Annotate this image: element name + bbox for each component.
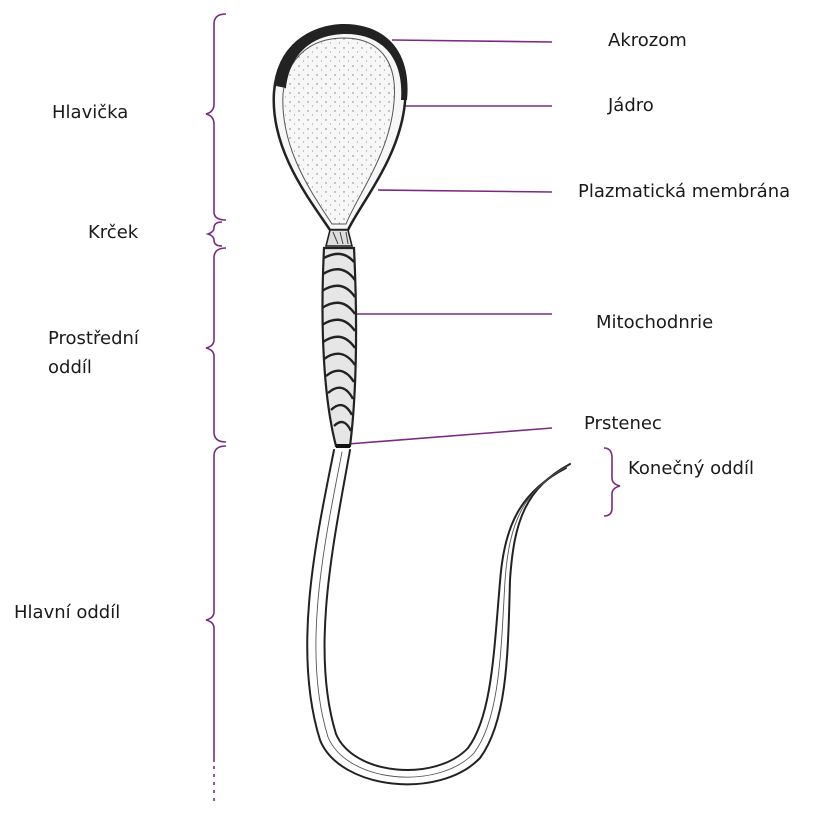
bracket-neck xyxy=(208,222,222,246)
label-acrosome: Akrozom xyxy=(608,29,687,53)
label-midpiece-line1: Prostřední xyxy=(48,327,139,351)
leader-annulus xyxy=(348,428,552,444)
sperm-midpiece xyxy=(322,248,356,446)
label-principal-piece: Hlavní oddíl xyxy=(14,601,120,625)
left-brackets xyxy=(206,14,620,806)
label-head: Hlavička xyxy=(52,101,128,125)
label-mitochondria: Mitochodnrie xyxy=(596,311,713,335)
leader-membrane xyxy=(378,190,552,192)
bracket-principal xyxy=(206,446,226,762)
label-nucleus: Jádro xyxy=(608,94,654,118)
label-plasma-membrane: Plazmatická membrána xyxy=(578,180,790,204)
sperm-head xyxy=(274,24,408,230)
leader-acrosome xyxy=(392,40,552,42)
head-stipple xyxy=(283,38,395,224)
bracket-end-piece xyxy=(604,448,620,516)
label-neck: Krček xyxy=(88,221,138,245)
label-end-piece: Konečný oddíl xyxy=(628,457,754,481)
label-annulus: Prstenec xyxy=(584,412,662,436)
bracket-midpiece xyxy=(206,248,226,442)
sperm-neck xyxy=(326,230,352,246)
label-midpiece-line2: oddíl xyxy=(48,356,92,380)
sperm-tail xyxy=(307,450,570,784)
bracket-head xyxy=(206,14,226,220)
